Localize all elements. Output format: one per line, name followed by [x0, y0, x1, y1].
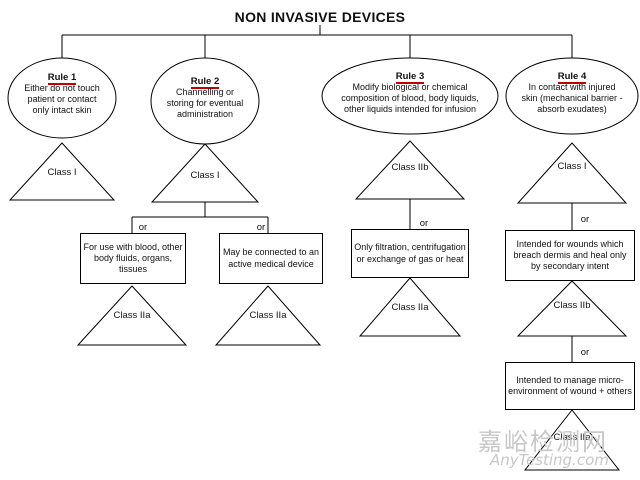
or-label-rule4-second: or: [580, 347, 590, 358]
rule1-label: Rule 1: [47, 72, 77, 85]
rule2-criteria-box-active-device: May be connected to an active medical de…: [219, 233, 323, 284]
rule3a-class-label: Class IIa: [391, 302, 429, 313]
rule2-text: Rule 2 Channelling or storing for eventu…: [150, 76, 260, 120]
rule4b-class-label: Class IIa: [553, 432, 591, 443]
rule1-line-1: Either do not touch: [24, 83, 100, 94]
rule1-class-triangle: [8, 142, 116, 201]
rule3-label: Rule 3: [395, 71, 425, 84]
rule4-ellipse: [505, 57, 639, 135]
watermark-en: AnyTesting.com: [490, 451, 609, 469]
rule4b-class-triangle: [523, 409, 621, 471]
rule2b-class-label: Class IIa: [249, 310, 287, 321]
rule3-line-1: Modify biological or chemical: [352, 82, 468, 93]
or-label-rule4-first: or: [580, 214, 590, 225]
rule3a-class-triangle: [358, 277, 462, 337]
rule4a-class-label: Class IIb: [553, 300, 591, 311]
rule2b-class-triangle: [214, 285, 322, 346]
rule1-line-3: only intact skin: [32, 104, 92, 115]
rule1-class-label: Class I: [47, 167, 77, 178]
rule2a-class-triangle: [76, 285, 188, 346]
rule3-ellipse: [321, 57, 499, 135]
or-label-rule2-right: or: [256, 222, 266, 233]
rule1-text: Rule 1 Either do not touch patient or co…: [12, 72, 112, 116]
rule4-line-1: In contact with injured: [528, 82, 616, 93]
rule2-line-1: Channelling or: [175, 87, 235, 98]
rule3-criteria-box-filtration: Only filtration, centrifugation or excha…: [351, 229, 469, 278]
rule2a-class-label: Class IIa: [113, 310, 151, 321]
watermark-cn: 嘉峪检测网: [478, 428, 608, 456]
rule3-text: Rule 3 Modify biological or chemical com…: [324, 71, 496, 115]
diagram-title: NON INVASIVE DEVICES: [234, 9, 406, 25]
rule3-line-2: composition of blood, body liquids,: [341, 93, 479, 104]
rule1-line-2: patient or contact: [27, 94, 97, 105]
rule4-label: Rule 4: [557, 71, 587, 84]
rule2-criteria-box-blood: For use with blood, other body fluids, o…: [80, 233, 186, 284]
rule4a-class-triangle: [516, 280, 628, 337]
or-label-rule3: or: [419, 218, 429, 229]
rule4-criteria-box-wounds: Intended for wounds which breach dermis …: [505, 230, 635, 281]
rule4-line-2: skin (mechanical barrier -: [521, 93, 623, 104]
rule4-class-label: Class I: [557, 161, 587, 172]
rule2-class-label: Class I: [190, 170, 220, 181]
rule3-class-label: Class IIb: [391, 162, 429, 173]
rule3-line-3: other liquids intended for infusion: [343, 103, 477, 114]
rule2-label: Rule 2: [190, 76, 220, 89]
rule4-class-triangle: [516, 142, 628, 204]
rule4-criteria-box-microenvironment: Intended to manage micro-environment of …: [505, 362, 635, 410]
rule1-ellipse: [7, 57, 117, 139]
rule4-text: Rule 4 In contact with injured skin (mec…: [508, 71, 636, 115]
rule4-line-3: absorb exudates): [537, 103, 607, 114]
rule2-line-2: storing for eventual: [166, 98, 244, 109]
rule2-line-3: administration: [176, 108, 234, 119]
or-label-rule2-left: or: [138, 222, 148, 233]
